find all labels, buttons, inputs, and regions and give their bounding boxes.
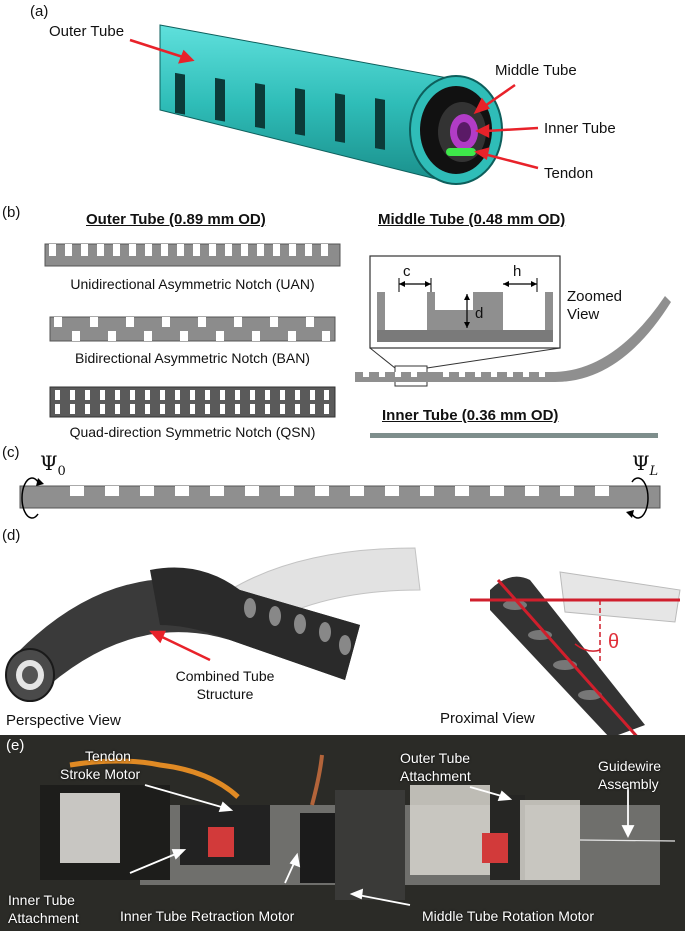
- proximal-view-label: Proximal View: [440, 710, 535, 727]
- apparatus-photo: [0, 735, 685, 931]
- qsn-tube-drawing: [49, 386, 336, 418]
- perspective-view-label: Perspective View: [6, 712, 121, 729]
- zoom-dim-h: h: [513, 263, 522, 280]
- inner-attach-label-line1: Inner Tube: [8, 892, 75, 908]
- middle-tube-zoom-drawing: [355, 255, 671, 387]
- combined-tube-perspective-drawing: [5, 547, 421, 702]
- inner-tube-label: Inner Tube: [544, 120, 616, 137]
- uan-caption: Unidirectional Asymmetric Notch (UAN): [70, 276, 315, 292]
- theta-label: θ: [608, 631, 620, 653]
- guidewire-label-line1: Guidewire: [598, 758, 662, 774]
- middle-tube-title: Middle Tube (0.48 mm OD): [378, 211, 566, 228]
- panel-d-tag: (d): [2, 527, 21, 544]
- outer-tube-label: Outer Tube: [49, 23, 125, 40]
- inner-attach-label-line2: Attachment: [8, 910, 79, 926]
- ban-caption: Bidirectional Asymmetric Notch (BAN): [75, 350, 310, 366]
- zoom-dim-c: c: [403, 263, 411, 280]
- ban-tube-drawing: [49, 316, 336, 342]
- middle-tube-label: Middle Tube: [495, 62, 577, 79]
- inner-tube-drawing: [370, 433, 658, 438]
- panel-e-tag: (e): [6, 737, 25, 754]
- psiL-label: ΨL: [632, 451, 659, 479]
- outer-tube-title: Outer Tube (0.89 mm OD): [86, 211, 266, 228]
- panel-b-tag: (b): [2, 204, 21, 221]
- zoomed-view-label-line2: View: [567, 306, 600, 323]
- qsn-caption: Quad-direction Symmetric Notch (QSN): [69, 424, 316, 440]
- tendon-motor-label-line1: Tendon: [85, 748, 131, 764]
- combined-tube-label-line1: Combined Tube: [175, 668, 275, 684]
- combined-tube-proximal-drawing: [470, 571, 681, 741]
- torsion-tube-drawing: [19, 477, 661, 519]
- zoom-dim-d: d: [475, 305, 484, 322]
- panel-c-tag: (c): [2, 444, 20, 461]
- uan-tube-drawing: [44, 243, 341, 267]
- tendon-label: Tendon: [544, 165, 594, 182]
- zoomed-view-label-line1: Zoomed: [567, 288, 623, 305]
- outer-attach-label-line2: Attachment: [400, 768, 471, 784]
- tendon-motor-label-line2: Stroke Motor: [60, 766, 141, 782]
- guidewire-label-line2: Assembly: [598, 776, 659, 792]
- outer-attach-label-line1: Outer Tube: [400, 750, 471, 766]
- combined-tube-label-line2: Structure: [196, 686, 254, 702]
- panel-a-tag: (a): [30, 3, 49, 20]
- outer-tube-3d-illustration: [129, 24, 539, 185]
- inner-retraction-motor-label: Inner Tube Retraction Motor: [120, 908, 295, 924]
- psi0-label: Ψ0: [40, 451, 66, 479]
- inner-tube-title: Inner Tube (0.36 mm OD): [382, 407, 559, 424]
- middle-rotation-motor-label: Middle Tube Rotation Motor: [422, 908, 594, 924]
